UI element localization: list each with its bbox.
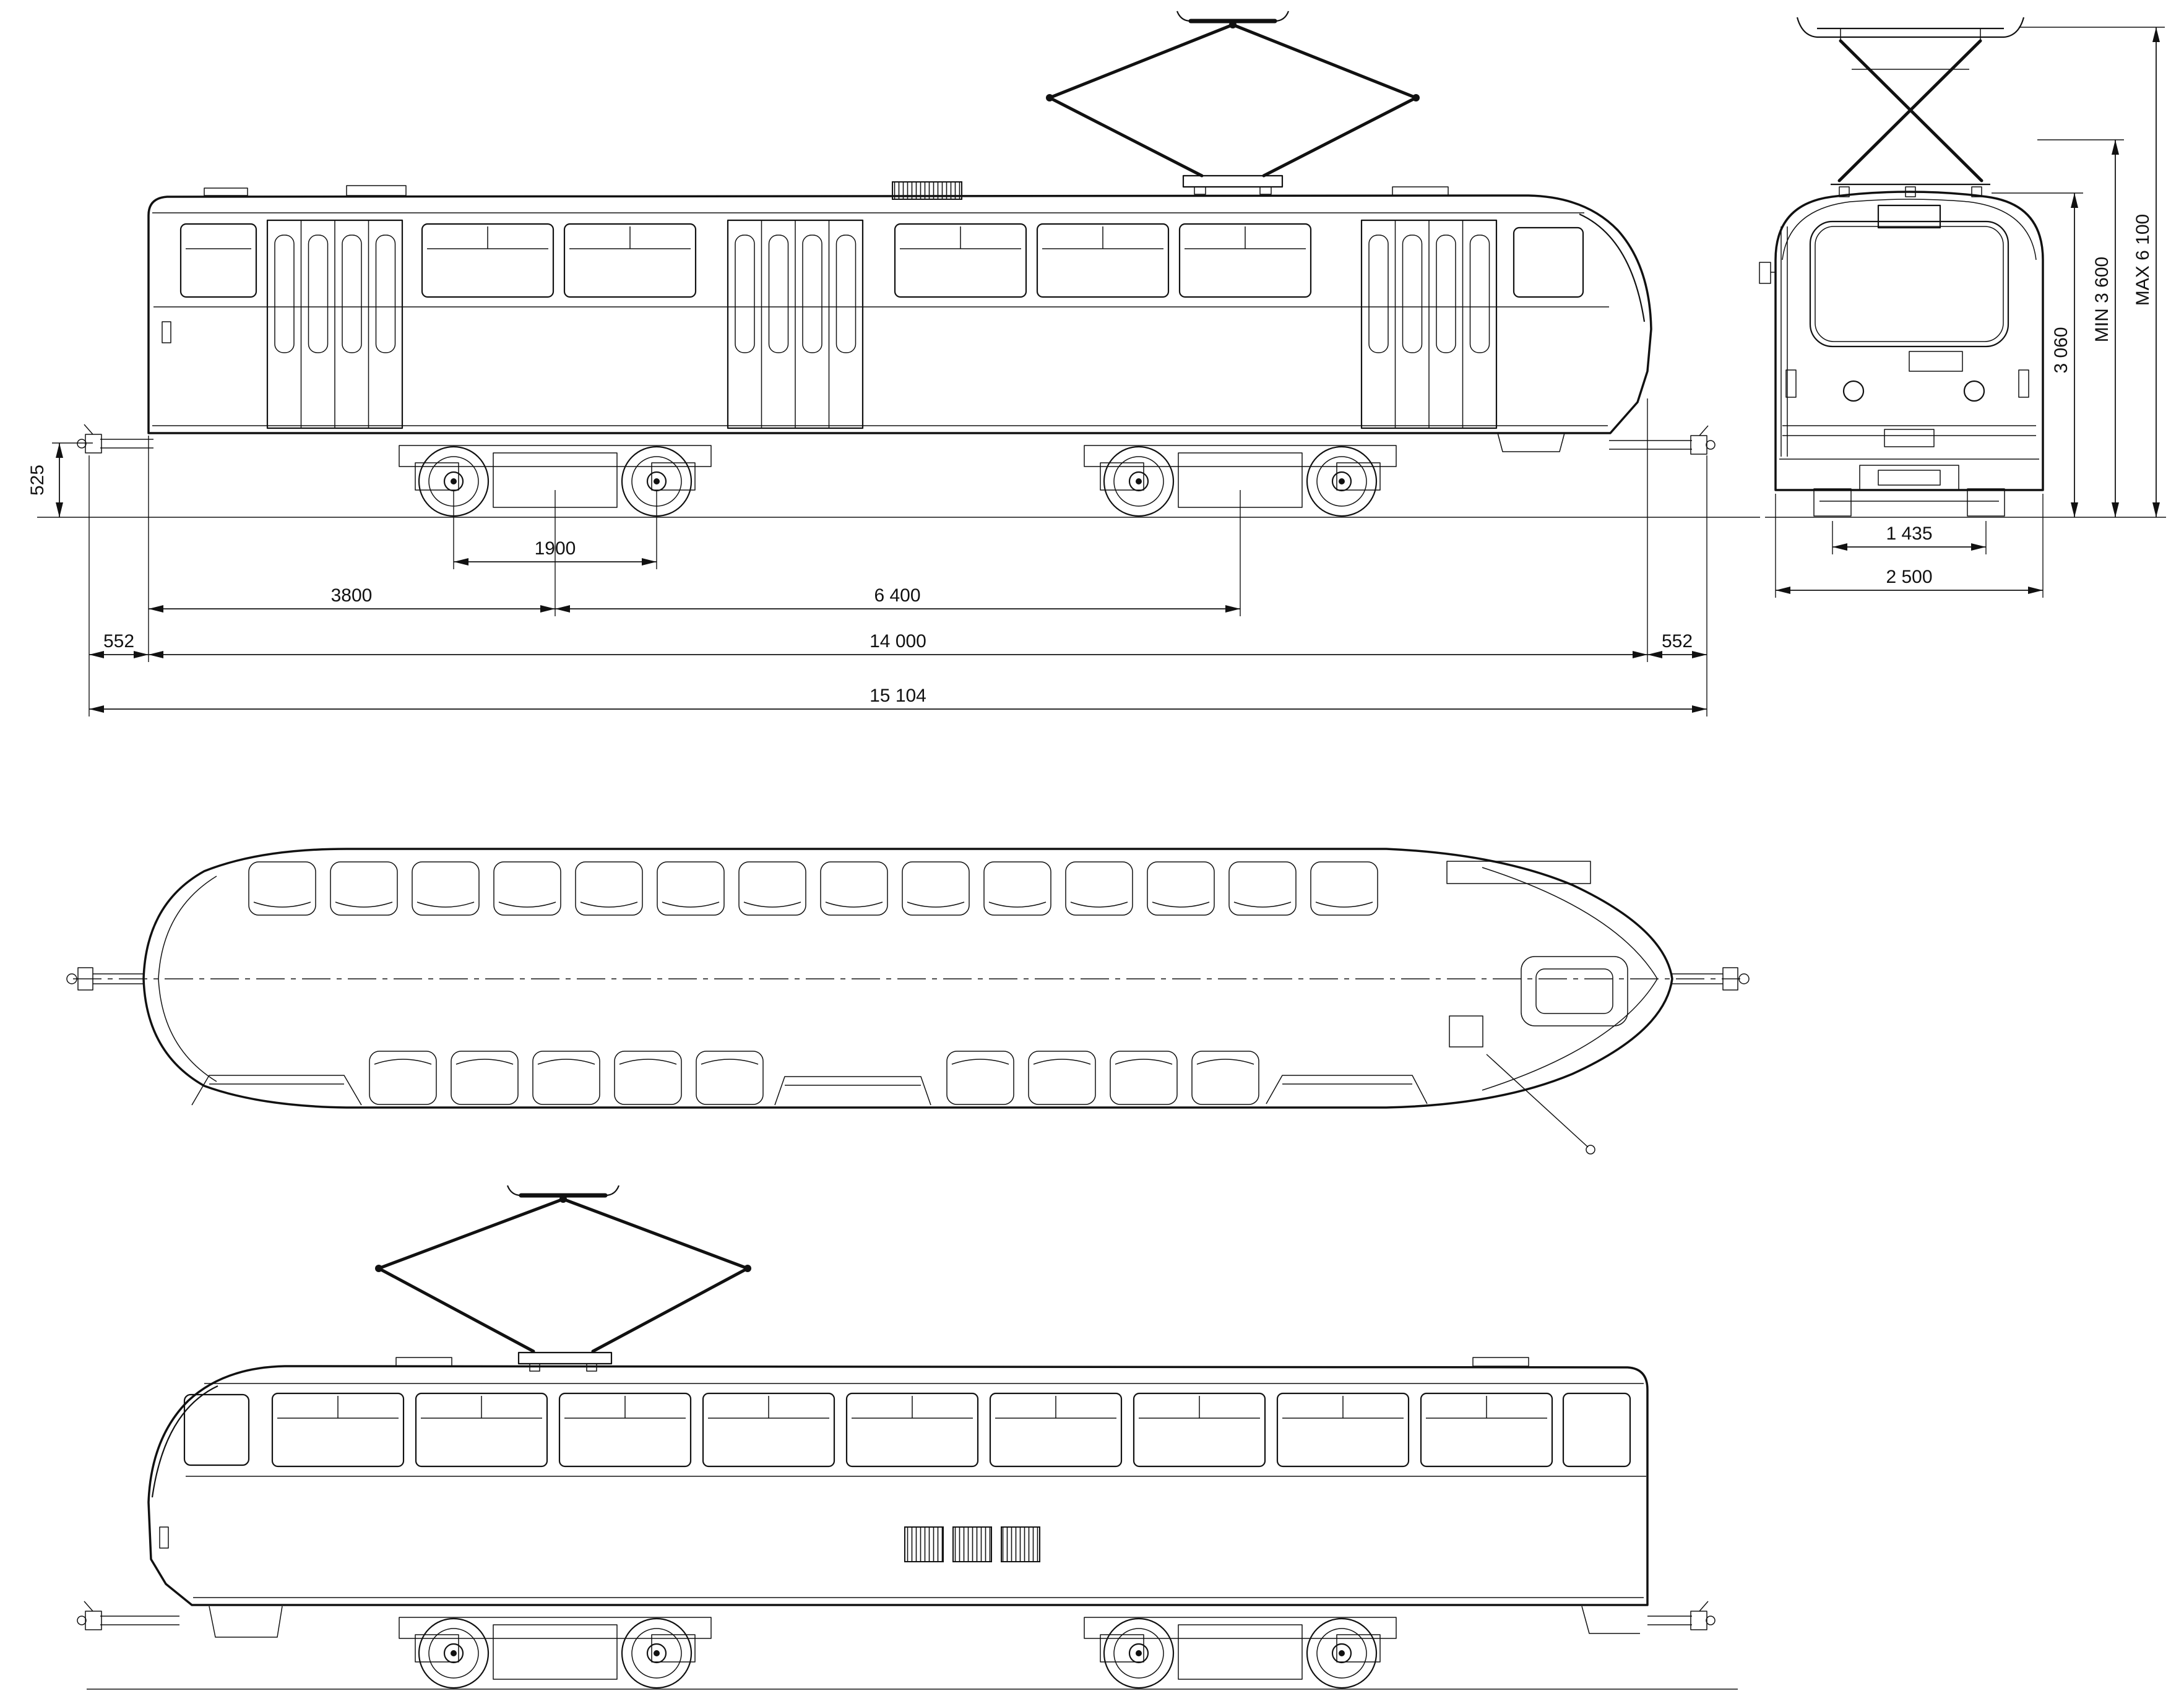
driver-cab-plan <box>1446 861 1628 1155</box>
front-view-dimensions: 3 060 MIN 3 600 MAX 6 100 1 435 2 500 <box>1775 27 2165 598</box>
car-body-side-left <box>147 1357 1649 1638</box>
coupler-right <box>1647 1601 1716 1630</box>
cab-box <box>1449 1015 1483 1048</box>
ventilation-grille <box>952 1526 992 1562</box>
dim-body-width: 2 500 <box>1886 567 1932 587</box>
wheel-front-right <box>1967 488 2005 517</box>
folding-door <box>727 219 864 429</box>
rear-step <box>1581 1606 1640 1634</box>
ventilation-grille <box>904 1526 944 1562</box>
windshield-side <box>1579 213 1646 322</box>
dim-axle-spacing: 1900 <box>535 538 576 559</box>
roof-vent <box>346 185 407 196</box>
dim-bogie-spacing: 6 400 <box>874 585 920 606</box>
dim-track-gauge: 1 435 <box>1886 523 1932 544</box>
ventilation-grille <box>1001 1526 1040 1562</box>
roof-resistor-grille <box>892 181 962 200</box>
route-number-box <box>1877 204 1941 229</box>
seats-top-row <box>248 861 1378 916</box>
dim-total-length: 15 104 <box>870 686 926 706</box>
coupler-plan-left <box>66 967 144 991</box>
coupler-right <box>1609 425 1716 455</box>
dim-end-to-bogie: 3800 <box>331 585 373 606</box>
dim-coupler-left: 552 <box>103 631 134 652</box>
roof-vent <box>1392 186 1449 196</box>
wheel-front-left <box>1813 488 1852 517</box>
headlight-left <box>1842 380 1865 402</box>
wheel-arch-bench <box>1266 1075 1428 1104</box>
driver-console <box>1521 956 1628 1026</box>
side-view-dimensions: 525 1900 3800 6 400 552 14 000 552 15 10… <box>27 398 1707 716</box>
windshield-side <box>151 1385 218 1498</box>
roof-vent <box>1472 1357 1529 1367</box>
front-step <box>1497 432 1565 452</box>
door-well <box>774 1076 931 1106</box>
pantograph-side <box>1046 11 1420 195</box>
lifeguard-step <box>1859 465 1959 491</box>
car-body-front <box>1759 191 2044 517</box>
car-body-side <box>147 181 1652 452</box>
bumper <box>1782 425 2036 436</box>
side-marker-right <box>2018 369 2029 398</box>
mirror-arm <box>1486 1054 1589 1148</box>
windshield <box>1809 220 2009 348</box>
marker-light <box>162 321 171 343</box>
marker-light <box>159 1526 169 1549</box>
roof-vent <box>204 187 248 196</box>
folding-door <box>266 219 404 429</box>
cab-panel <box>1446 861 1591 884</box>
dim-coupler-right: 552 <box>1662 631 1693 652</box>
front-step <box>209 1606 283 1638</box>
side-marker-left <box>1785 369 1797 398</box>
side-view-right <box>37 11 1760 518</box>
wheel-arch-bench <box>191 1075 362 1106</box>
cab-windshield-plan <box>1482 867 1658 1091</box>
dim-coupler-height: 525 <box>27 465 48 496</box>
bogie-rear <box>1084 1617 1396 1688</box>
headlight-right <box>1963 380 1985 402</box>
roof-vent <box>395 1357 452 1367</box>
coupler-left <box>77 424 153 454</box>
seats-bottom-row <box>191 1051 1428 1106</box>
windows-side-right <box>179 223 1584 298</box>
front-plate <box>1909 351 1963 372</box>
front-view <box>1759 17 2166 518</box>
windows-side-left <box>183 1392 1631 1468</box>
dim-body-height: 3 060 <box>2051 327 2071 373</box>
doors-side-right <box>266 219 1498 429</box>
door-edge-lines <box>1780 226 1788 457</box>
dim-body-length: 14 000 <box>870 631 926 652</box>
coupler-left <box>77 1601 179 1630</box>
pantograph-front <box>1796 17 2025 197</box>
dim-pantograph-min: MIN 3 600 <box>2092 257 2112 342</box>
body-outline-plan <box>142 848 1673 1109</box>
mirror <box>1759 262 1771 284</box>
side-view-left <box>77 1185 1738 1690</box>
plan-view <box>66 848 1750 1155</box>
folding-door <box>1360 219 1498 429</box>
pantograph-side-left <box>375 1185 751 1372</box>
bogie-front <box>399 1617 711 1688</box>
coupler-plan-right <box>1672 967 1750 991</box>
dim-pantograph-max: MAX 6 100 <box>2133 214 2153 306</box>
